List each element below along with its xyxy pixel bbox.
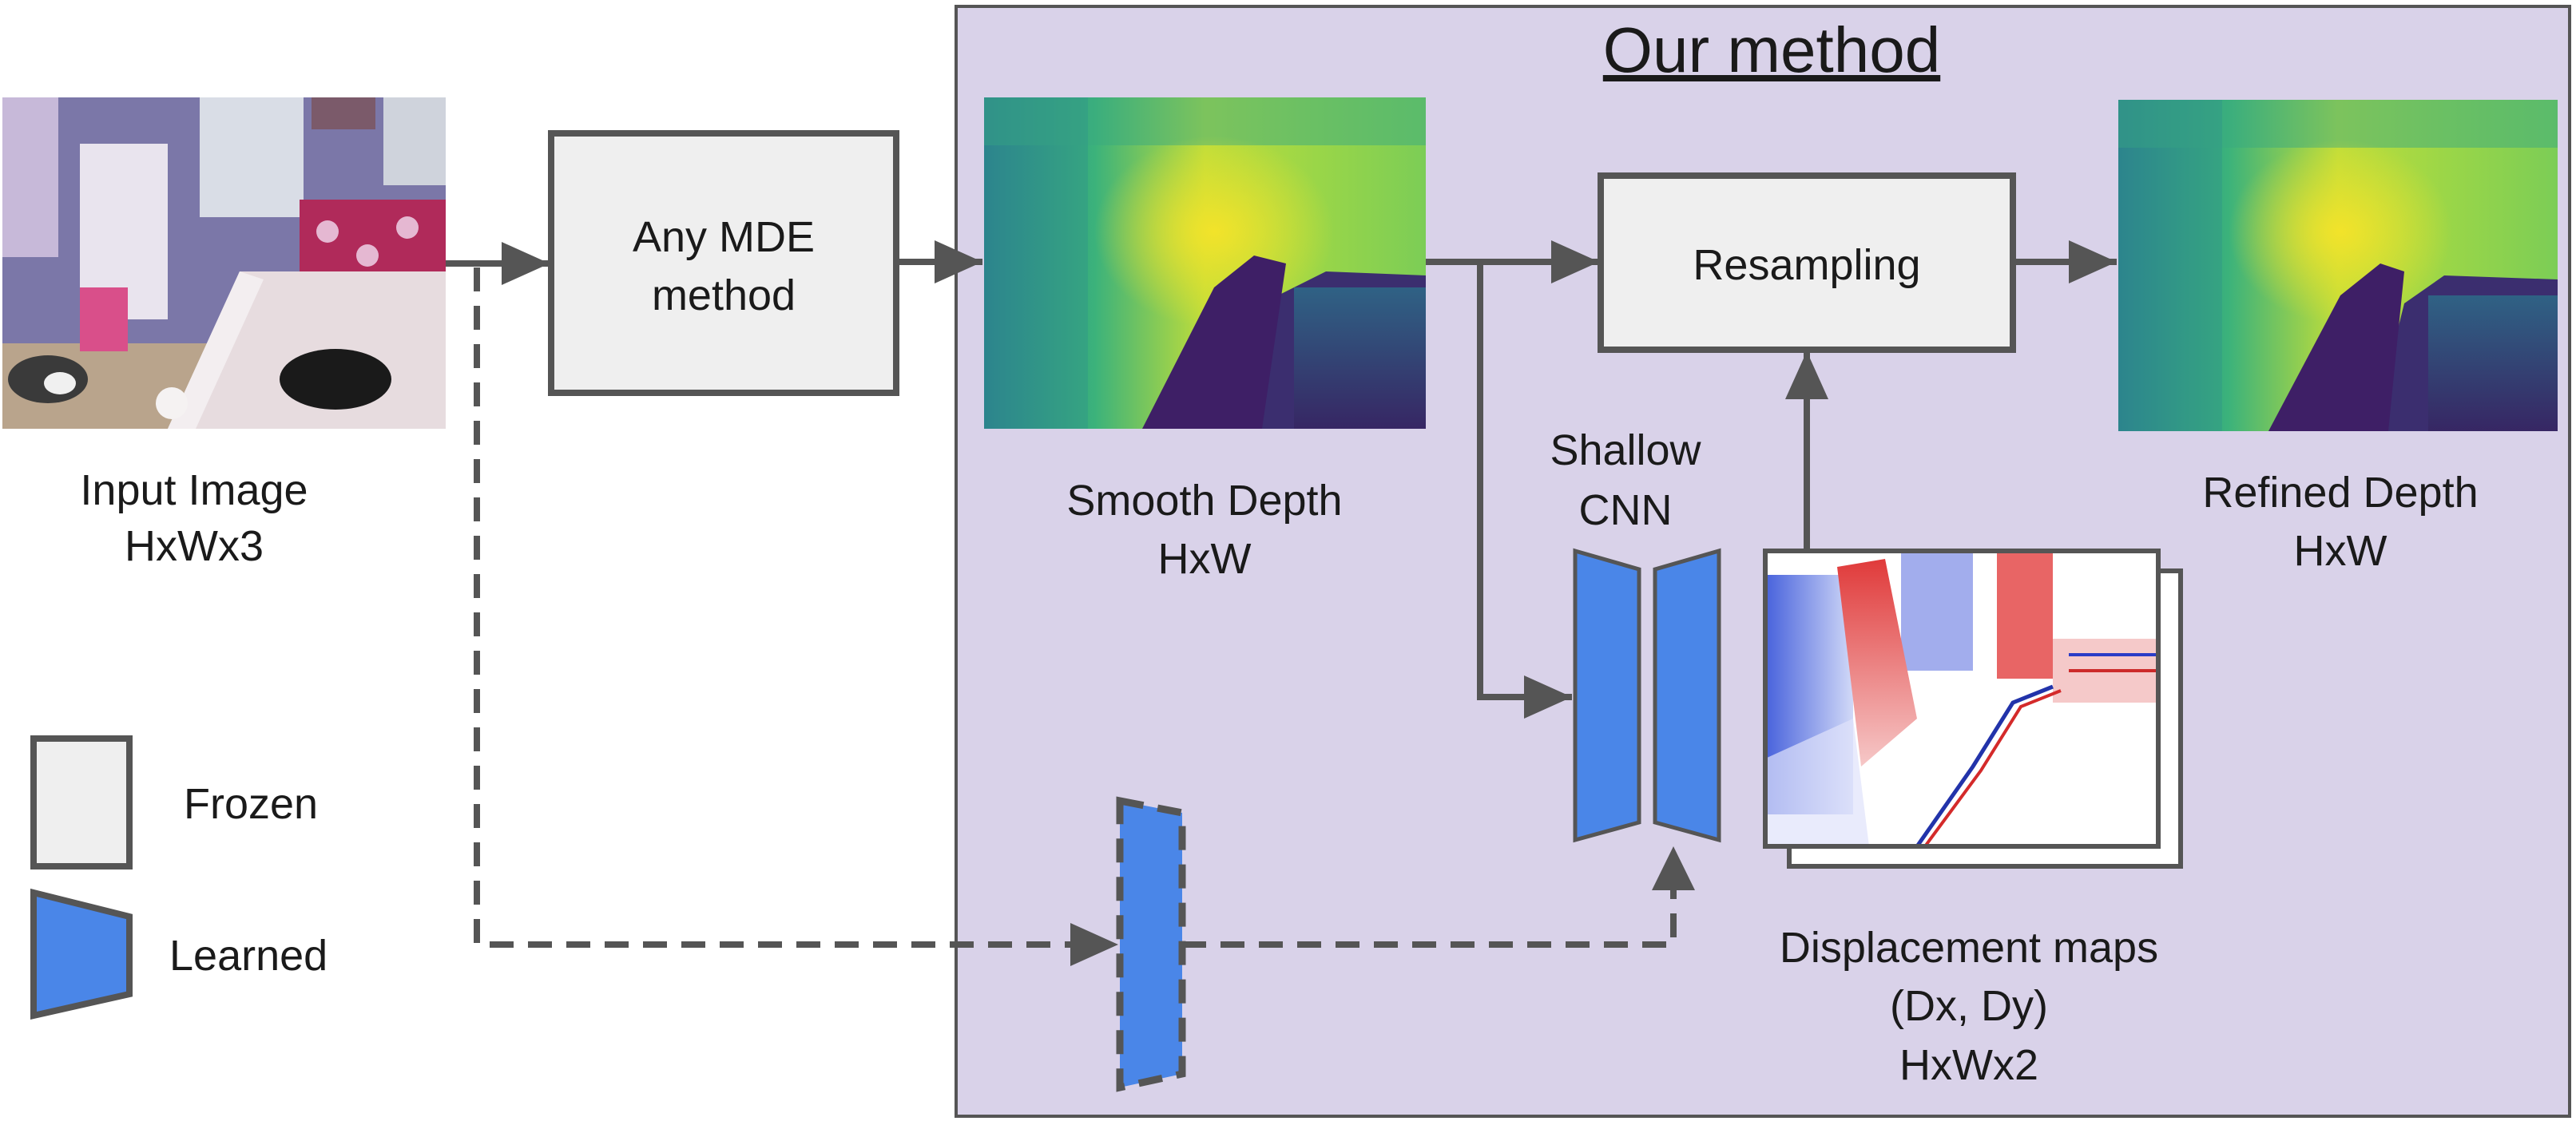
cnn-encoder	[1573, 548, 1641, 843]
shallow-cnn-label-2: CNN	[1579, 486, 1673, 534]
mde-box	[548, 130, 899, 396]
mde-label-2: method	[652, 271, 796, 319]
mde-label-1: Any MDE	[633, 213, 815, 261]
refined-depth-label: Refined Depth	[2202, 469, 2478, 517]
input-image-label: Input Image	[80, 466, 308, 514]
legend-learned-label: Learned	[169, 932, 327, 980]
smooth-depth-map	[984, 97, 1426, 429]
arrowheads	[502, 240, 2117, 966]
displacement-label-2: (Dx, Dy)	[1890, 982, 2048, 1030]
input-image	[2, 97, 446, 429]
legend-frozen-swatch	[30, 735, 133, 869]
learned-feature-branch	[1116, 796, 1186, 1092]
refined-depth-size: HxW	[2294, 527, 2387, 575]
cnn-decoder	[1653, 548, 1721, 843]
shallow-cnn-label-1: Shallow	[1550, 426, 1701, 474]
smooth-depth-size: HxW	[1158, 535, 1252, 583]
dashed-arrows	[474, 267, 1677, 948]
legend-learned-swatch	[30, 888, 133, 1020]
legend-frozen-label: Frozen	[184, 780, 318, 828]
displacement-label-3: HxWx2	[1899, 1041, 2038, 1089]
smooth-depth-label: Smooth Depth	[1066, 477, 1342, 525]
displacement-label-1: Displacement maps	[1780, 924, 2158, 972]
displacement-map-front	[1763, 549, 2161, 849]
resampling-label: Resampling	[1693, 241, 1920, 289]
input-image-size: HxWx3	[125, 522, 264, 570]
method-title: Our method	[1603, 14, 1940, 85]
refined-depth-map	[2118, 100, 2558, 431]
